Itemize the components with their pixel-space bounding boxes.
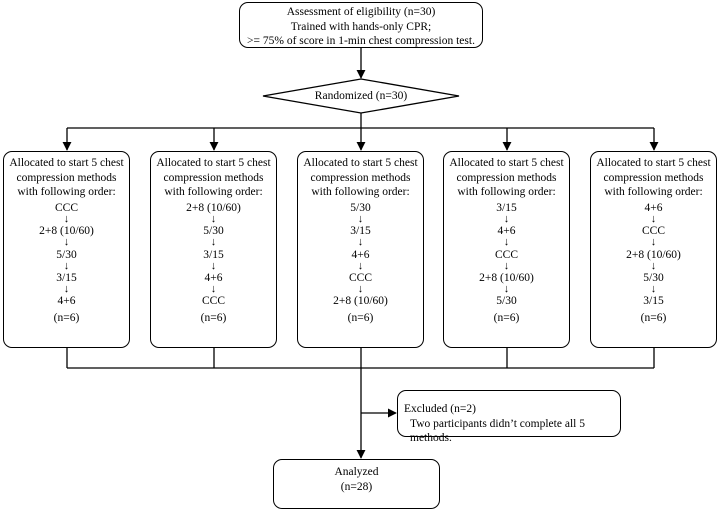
- excluded-title: Excluded (n=2): [404, 403, 476, 415]
- down-arrow-icon: ↓: [650, 236, 657, 249]
- method-step: 2+8 (10/60): [39, 225, 94, 238]
- allocation-heading-line: with following order:: [457, 186, 556, 199]
- method-step: 3/15: [643, 295, 664, 308]
- down-arrow-icon: ↓: [63, 283, 70, 296]
- allocation-heading: Allocated to start 5 chest compression me…: [298, 156, 423, 200]
- allocation-heading: Allocated to start 5 chest compression me…: [591, 156, 716, 200]
- eligibility-line: Trained with hands-only CPR;: [290, 20, 432, 33]
- method-step: 3/15: [350, 225, 371, 238]
- method-step: 2+8 (10/60): [479, 272, 534, 284]
- down-arrow-icon: ↓: [210, 212, 217, 225]
- down-arrow-icon: ↓: [210, 236, 217, 249]
- allocation-heading-line: compression methods: [16, 171, 117, 184]
- allocation-count: (n=6): [493, 311, 520, 324]
- method-step: 3/15: [496, 201, 517, 214]
- method-step: 4+6: [351, 248, 370, 261]
- method-step: CCC: [348, 272, 372, 284]
- method-step: 5/30: [350, 201, 371, 214]
- down-arrow-icon: ↓: [63, 236, 70, 249]
- down-arrow-icon: ↓: [650, 259, 657, 272]
- method-step: 2+8 (10/60): [626, 248, 681, 261]
- allocation-heading-line: compression methods: [603, 171, 704, 184]
- method-step: 3/15: [56, 272, 77, 284]
- method-step: CCC: [494, 248, 518, 261]
- allocation-box-4: Allocated to start 5 chest compression me…: [443, 151, 570, 348]
- allocation-box-2: Allocated to start 5 chest compression me…: [150, 151, 277, 348]
- allocation-heading-line: Allocated to start 5 chest: [156, 157, 271, 169]
- method-step: 2+8 (10/60): [186, 201, 241, 214]
- down-arrow-icon: ↓: [357, 259, 364, 272]
- method-step: 5/30: [496, 295, 517, 308]
- allocation-heading-line: Allocated to start 5 chest: [9, 157, 124, 169]
- allocation-heading: Allocated to start 5 chest compression me…: [4, 156, 129, 200]
- analyzed-title: Analyzed: [334, 466, 379, 478]
- method-step: 5/30: [56, 248, 77, 261]
- eligibility-box: Assessment of eligibility (n=30) Trained…: [239, 2, 483, 48]
- method-step: CCC: [641, 225, 665, 238]
- allocation-heading-line: with following order:: [604, 186, 703, 199]
- eligibility-line: >= 75% of score in 1-min chest compressi…: [247, 35, 475, 48]
- down-arrow-icon: ↓: [503, 283, 510, 296]
- method-step: 4+6: [204, 272, 223, 284]
- method-step: 4+6: [57, 295, 76, 308]
- down-arrow-icon: ↓: [63, 259, 70, 272]
- allocation-box-3: Allocated to start 5 chest compression me…: [297, 151, 424, 348]
- allocation-heading-line: with following order:: [311, 186, 410, 199]
- excluded-box: Excluded (n=2) Two participants didn’t c…: [397, 390, 621, 444]
- allocation-heading-line: compression methods: [310, 171, 411, 184]
- excluded-detail: Two participants didn’t complete all 5 m…: [410, 417, 585, 445]
- allocation-heading-line: compression methods: [456, 171, 557, 184]
- method-step: 4+6: [497, 225, 516, 238]
- analyzed-count: (n=28): [340, 480, 373, 493]
- method-step: 5/30: [643, 272, 664, 284]
- allocation-heading-line: Allocated to start 5 chest: [449, 157, 564, 169]
- down-arrow-icon: ↓: [357, 236, 364, 249]
- allocation-heading-line: with following order:: [164, 186, 263, 199]
- allocation-heading-line: Allocated to start 5 chest: [303, 157, 418, 169]
- allocation-heading: Allocated to start 5 chest compression me…: [444, 156, 569, 200]
- allocation-count: (n=6): [53, 311, 80, 324]
- randomized-label: Randomized (n=30): [314, 90, 408, 102]
- method-step: 5/30: [203, 225, 224, 238]
- allocation-count: (n=6): [347, 311, 374, 324]
- method-step: 2+8 (10/60): [333, 295, 388, 308]
- method-step: CCC: [201, 295, 225, 308]
- allocation-heading-line: with following order:: [17, 186, 116, 199]
- allocation-box-5: Allocated to start 5 chest compression me…: [590, 151, 717, 348]
- method-step: 3/15: [203, 248, 224, 261]
- down-arrow-icon: ↓: [357, 212, 364, 225]
- eligibility-line: Assessment of eligibility (n=30): [286, 6, 436, 18]
- down-arrow-icon: ↓: [503, 212, 510, 225]
- allocation-heading-line: compression methods: [163, 171, 264, 184]
- method-step: 4+6: [644, 201, 663, 214]
- allocation-heading: Allocated to start 5 chest compression me…: [151, 156, 276, 200]
- down-arrow-icon: ↓: [503, 259, 510, 272]
- method-step: CCC: [54, 201, 78, 214]
- allocation-count: (n=6): [640, 311, 667, 324]
- analyzed-box: Analyzed (n=28): [273, 459, 440, 509]
- down-arrow-icon: ↓: [650, 283, 657, 296]
- down-arrow-icon: ↓: [63, 212, 70, 225]
- down-arrow-icon: ↓: [357, 283, 364, 296]
- down-arrow-icon: ↓: [650, 212, 657, 225]
- allocation-heading-line: Allocated to start 5 chest: [596, 157, 711, 169]
- down-arrow-icon: ↓: [210, 283, 217, 296]
- down-arrow-icon: ↓: [210, 259, 217, 272]
- allocation-box-1: Allocated to start 5 chest compression me…: [3, 151, 130, 348]
- allocation-count: (n=6): [200, 311, 227, 324]
- down-arrow-icon: ↓: [503, 236, 510, 249]
